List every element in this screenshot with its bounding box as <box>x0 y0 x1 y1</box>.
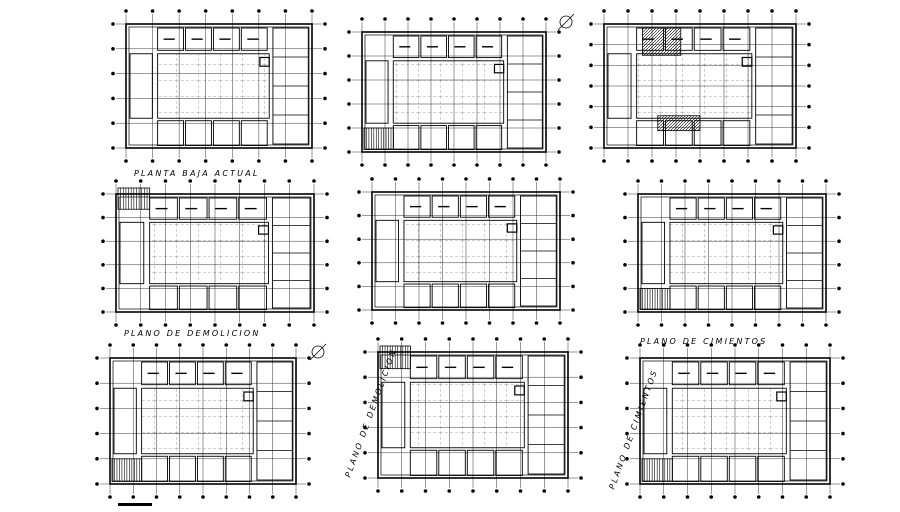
title-planta-baja-actual: PLANTA BAJA ACTUAL <box>134 169 260 178</box>
floor-plan-demolicion-1 <box>101 179 329 327</box>
floor-plan-middle-center <box>357 177 575 325</box>
title-plano-demolicion-2: PLANO DE DEMOLICION <box>343 347 398 478</box>
floor-plans-group <box>95 9 845 506</box>
floor-plan-cimientos-2 <box>625 343 845 499</box>
scale-bar <box>118 503 152 506</box>
floor-plan-demolicion-2 <box>363 337 583 493</box>
title-plano-cimientos-1: PLANO DE CIMIENTOS <box>640 337 767 346</box>
floor-plan-planta-baja-actual <box>111 9 327 163</box>
title-plano-cimientos-2: PLANO DE CIMIENTOS <box>607 368 659 491</box>
floor-plan-top-right <box>589 9 811 163</box>
floor-plan-bottom-left <box>95 343 327 499</box>
floor-plan-top-middle <box>347 13 575 167</box>
title-plano-demolicion-1: PLANO DE DEMOLICION <box>124 329 261 338</box>
floor-plan-cimientos-1 <box>623 179 841 327</box>
